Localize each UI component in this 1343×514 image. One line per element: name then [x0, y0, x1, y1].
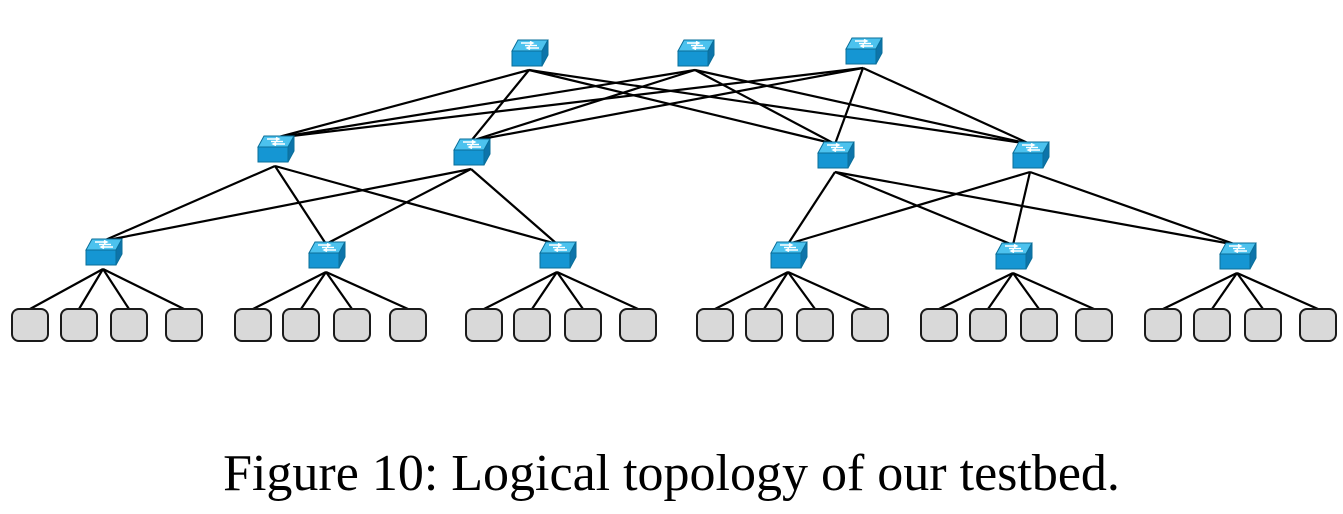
host-box-icon: [745, 308, 783, 342]
host-box-icon: [333, 308, 371, 342]
host-box-icon: [110, 308, 148, 342]
link-edge-4-host-14: [763, 271, 789, 310]
link-edge-3-host-12: [556, 270, 639, 311]
host-box-icon: [234, 308, 272, 342]
host-box-icon: [619, 308, 657, 342]
host-box-icon: [1299, 308, 1337, 342]
link-agg-3-edge-6: [834, 170, 1238, 247]
link-agg-3-edge-4: [787, 171, 836, 245]
link-core-2-agg-3: [694, 69, 836, 145]
link-agg-1-edge-1: [102, 164, 276, 243]
link-core-1-agg-3: [528, 68, 836, 146]
host-box-icon: [1193, 308, 1231, 342]
link-edge-6-host-21: [1162, 272, 1238, 310]
link-edge-5-host-20: [1012, 271, 1095, 311]
network-switch-icon: [845, 37, 883, 65]
link-edge-2-host-8: [325, 270, 409, 311]
link-edge-1-host-4: [102, 268, 185, 310]
hosts-layer: [11, 308, 1337, 342]
link-edge-4-host-16: [787, 270, 871, 311]
figure-caption: Figure 10: Logical topology of our testb…: [223, 445, 1120, 502]
link-edge-4-host-15: [787, 271, 816, 310]
links-layer: [29, 66, 1319, 311]
link-core-3-agg-1: [274, 66, 864, 140]
host-box-icon: [165, 308, 203, 342]
link-core-1-agg-4: [528, 68, 1031, 146]
host-box-icon: [796, 308, 834, 342]
host-box-icon: [920, 308, 958, 342]
link-core-3-agg-2: [470, 66, 864, 143]
link-edge-5-host-19: [1012, 272, 1040, 310]
network-switch-icon: [308, 241, 346, 269]
link-core-3-agg-3: [833, 67, 865, 145]
network-switch-icon: [511, 39, 549, 67]
link-agg-4-edge-5: [1011, 171, 1032, 246]
link-edge-1-host-3: [102, 268, 130, 310]
network-switch-icon: [677, 39, 715, 67]
network-switch-icon: [257, 135, 295, 163]
host-box-icon: [1020, 308, 1058, 342]
link-agg-2-edge-2: [325, 168, 472, 245]
host-box-icon: [969, 308, 1007, 342]
link-edge-6-host-22: [1211, 272, 1238, 310]
network-switch-icon: [817, 141, 855, 169]
host-box-icon: [465, 308, 503, 342]
network-switch-icon: [770, 241, 808, 269]
link-edge-1-host-1: [29, 268, 104, 310]
network-switch-icon: [85, 238, 123, 266]
link-edge-3-host-10: [531, 271, 558, 310]
link-core-1-agg-2: [470, 69, 530, 142]
link-agg-1-edge-3: [274, 164, 558, 246]
link-core-3-agg-4: [862, 66, 1031, 146]
link-edge-3-host-11: [556, 271, 584, 310]
host-box-icon: [564, 308, 602, 342]
link-edge-1-host-2: [78, 268, 104, 310]
switches-layer: [85, 37, 1257, 270]
network-switch-icon: [1012, 141, 1050, 169]
link-agg-2-edge-3: [470, 168, 558, 245]
host-box-icon: [851, 308, 889, 342]
host-box-icon: [1075, 308, 1113, 342]
link-edge-5-host-17: [938, 272, 1014, 310]
link-edge-5-host-18: [987, 272, 1014, 310]
host-box-icon: [60, 308, 98, 342]
link-core-2-agg-1: [274, 68, 696, 140]
link-agg-2-edge-1: [102, 167, 472, 243]
host-box-icon: [1244, 308, 1282, 342]
host-box-icon: [282, 308, 320, 342]
host-box-icon: [696, 308, 734, 342]
link-edge-2-host-7: [325, 271, 353, 310]
host-box-icon: [11, 308, 49, 342]
link-edge-4-host-13: [714, 271, 789, 310]
link-edge-3-host-9: [483, 271, 558, 310]
link-edge-2-host-5: [252, 271, 327, 310]
network-switch-icon: [1219, 242, 1257, 270]
link-agg-4-edge-6: [1029, 170, 1238, 247]
link-edge-6-host-24: [1236, 271, 1319, 311]
host-box-icon: [1144, 308, 1182, 342]
host-box-icon: [389, 308, 427, 342]
link-agg-3-edge-5: [834, 170, 1014, 247]
network-switch-icon: [995, 242, 1033, 270]
link-core-2-agg-2: [470, 68, 696, 143]
network-switch-icon: [453, 138, 491, 166]
link-edge-6-host-23: [1236, 272, 1264, 310]
host-box-icon: [513, 308, 551, 342]
link-core-1-agg-1: [274, 68, 530, 140]
topology-diagram: [11, 37, 1337, 342]
link-edge-2-host-6: [300, 271, 327, 310]
link-agg-1-edge-2: [274, 165, 327, 245]
link-agg-4-edge-4: [787, 170, 1031, 246]
network-switch-icon: [539, 241, 577, 269]
